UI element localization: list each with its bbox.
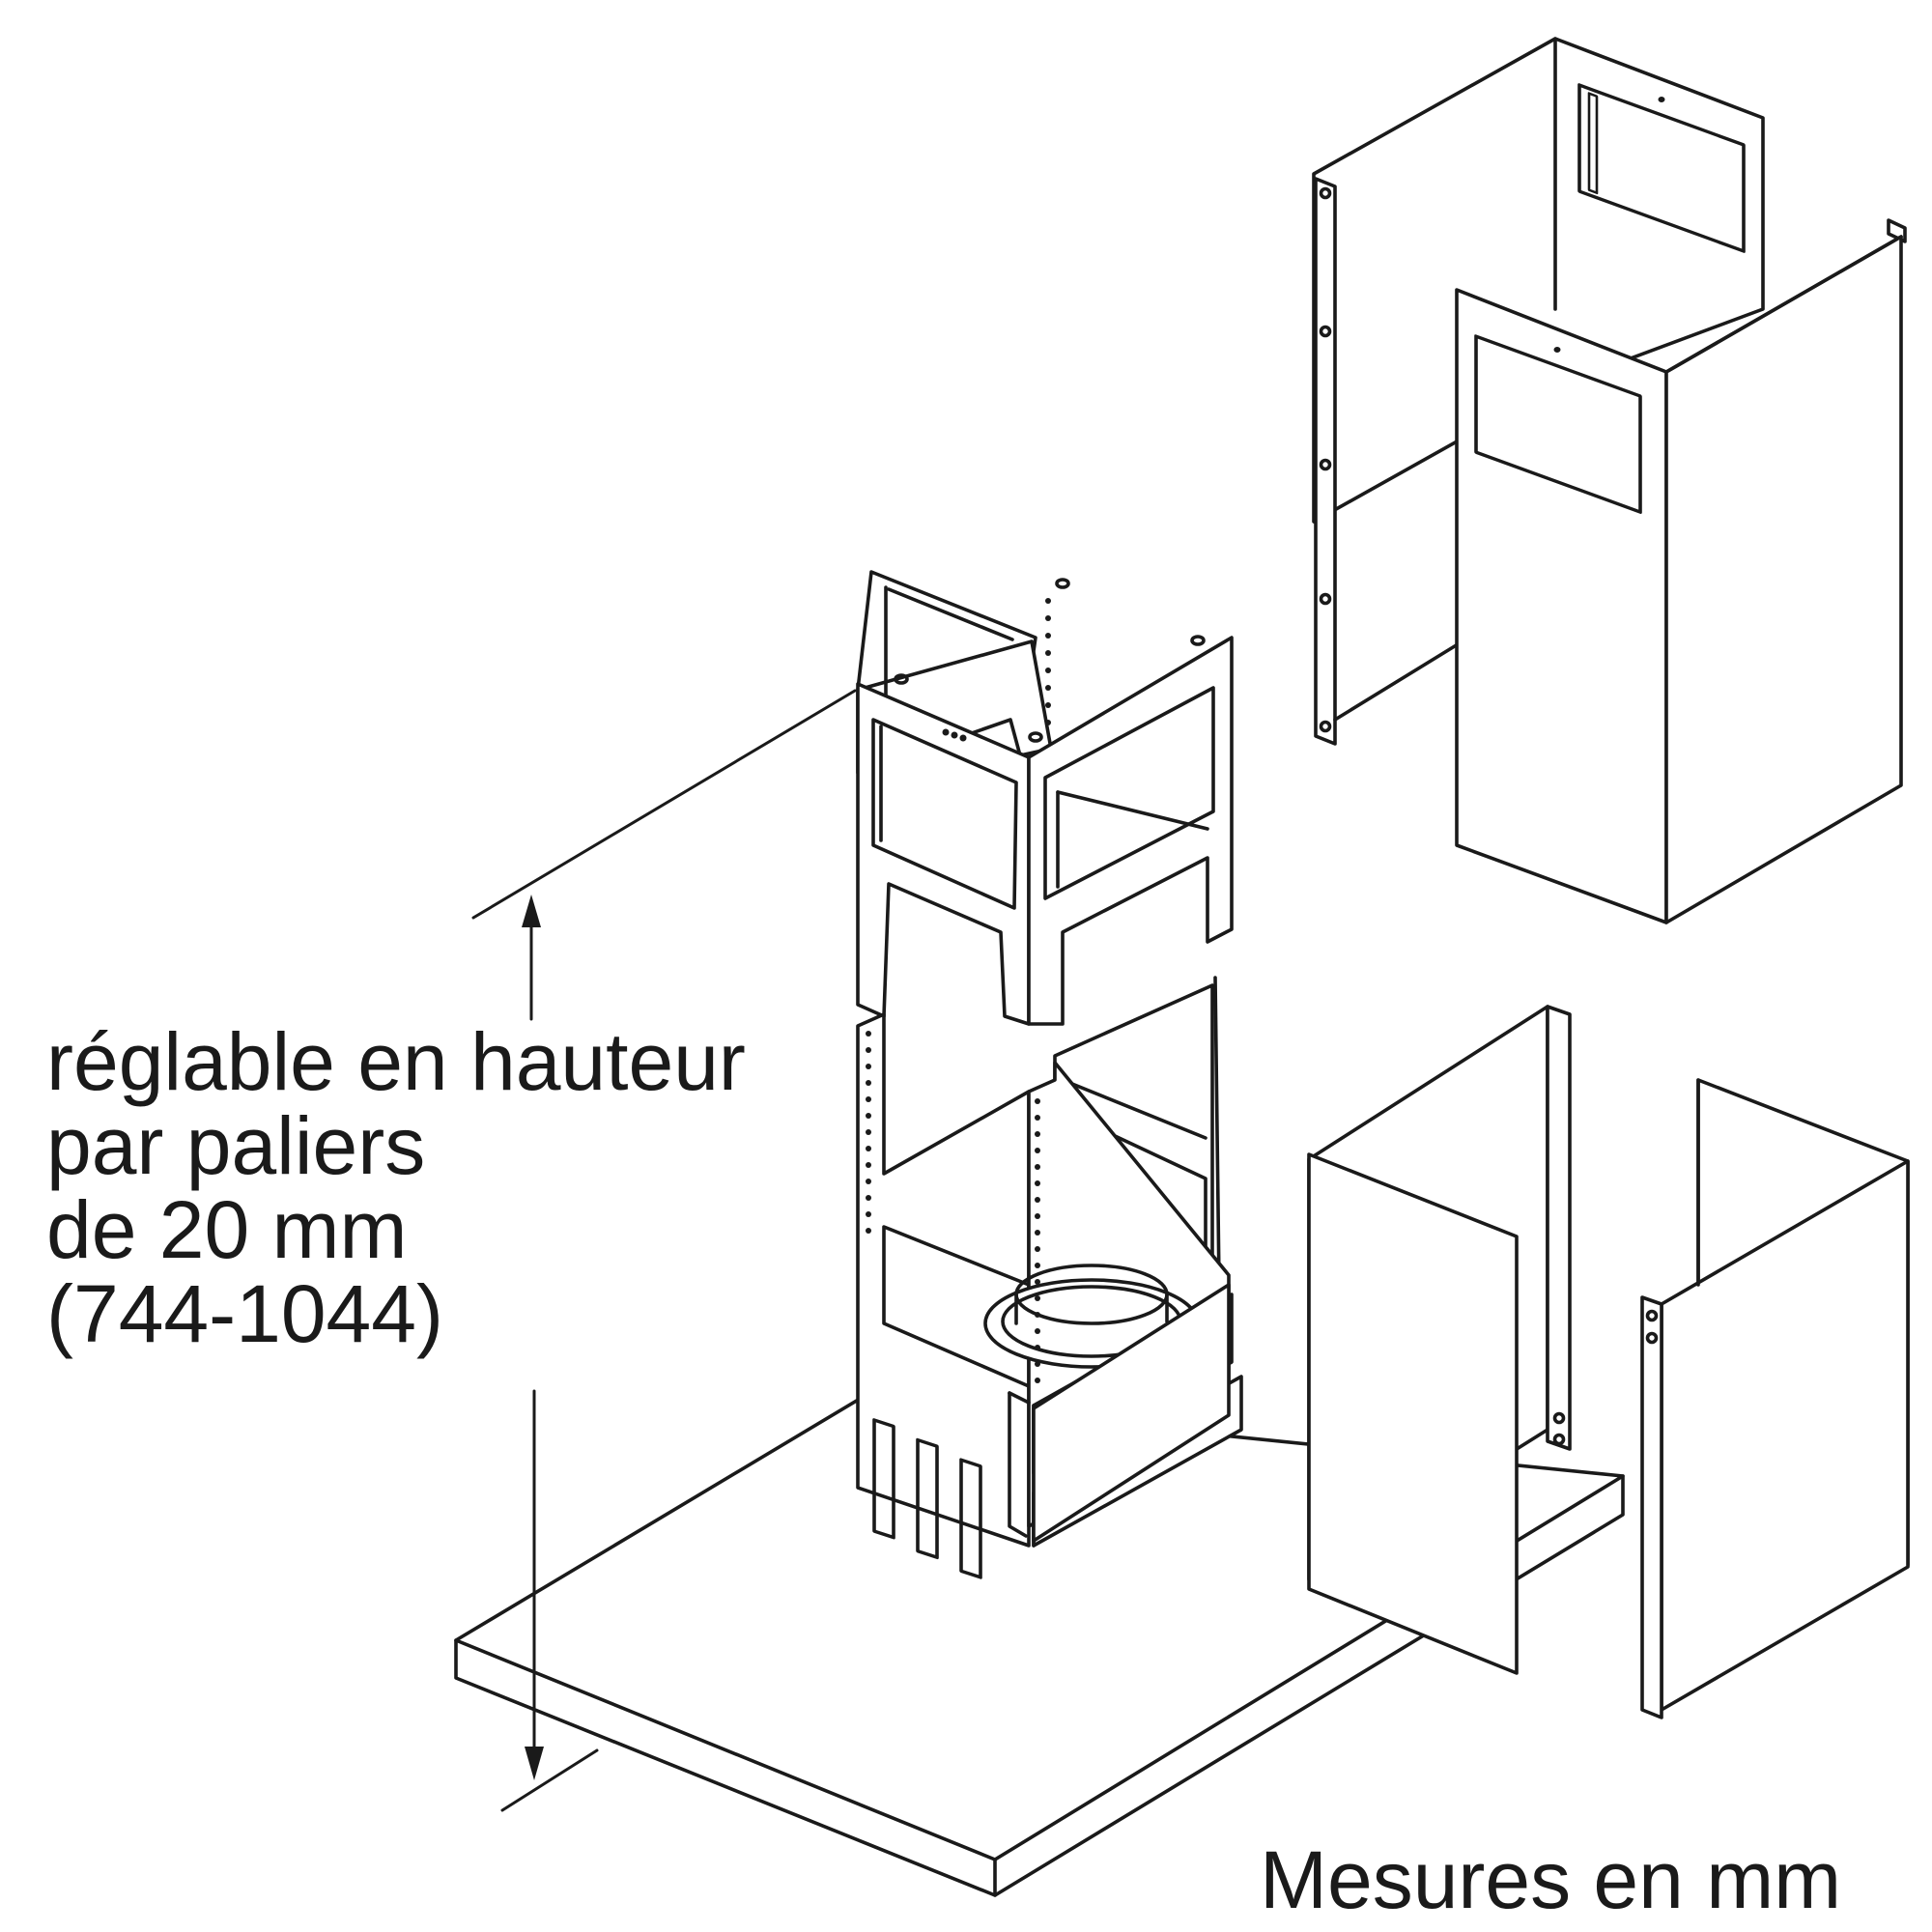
height-adjustment-note: réglable en hauteur par paliers de 20 mm… [46,1020,746,1356]
height-note-line-1: réglable en hauteur [46,1016,746,1107]
rear-vent-grille [1587,92,1599,195]
front-vent-grille [1474,334,1642,514]
height-note-line-4: (744-1044) [46,1268,443,1359]
height-dimension [471,689,857,1812]
chimney-support-frame [856,570,1243,1579]
upper-chimney-cover [1312,37,1907,924]
lower-chimney-cover [1307,1005,1910,1719]
units-note: Mesures en mm [1260,1834,1842,1925]
mounting-screw-holes [894,578,1206,743]
dimension-arrow-down-icon [525,1747,544,1780]
dimension-arrow-up-icon [522,895,541,927]
height-note-line-3: de 20 mm [46,1184,408,1275]
height-note-line-2: par paliers [46,1100,426,1191]
adjustment-holes [866,598,1051,1383]
